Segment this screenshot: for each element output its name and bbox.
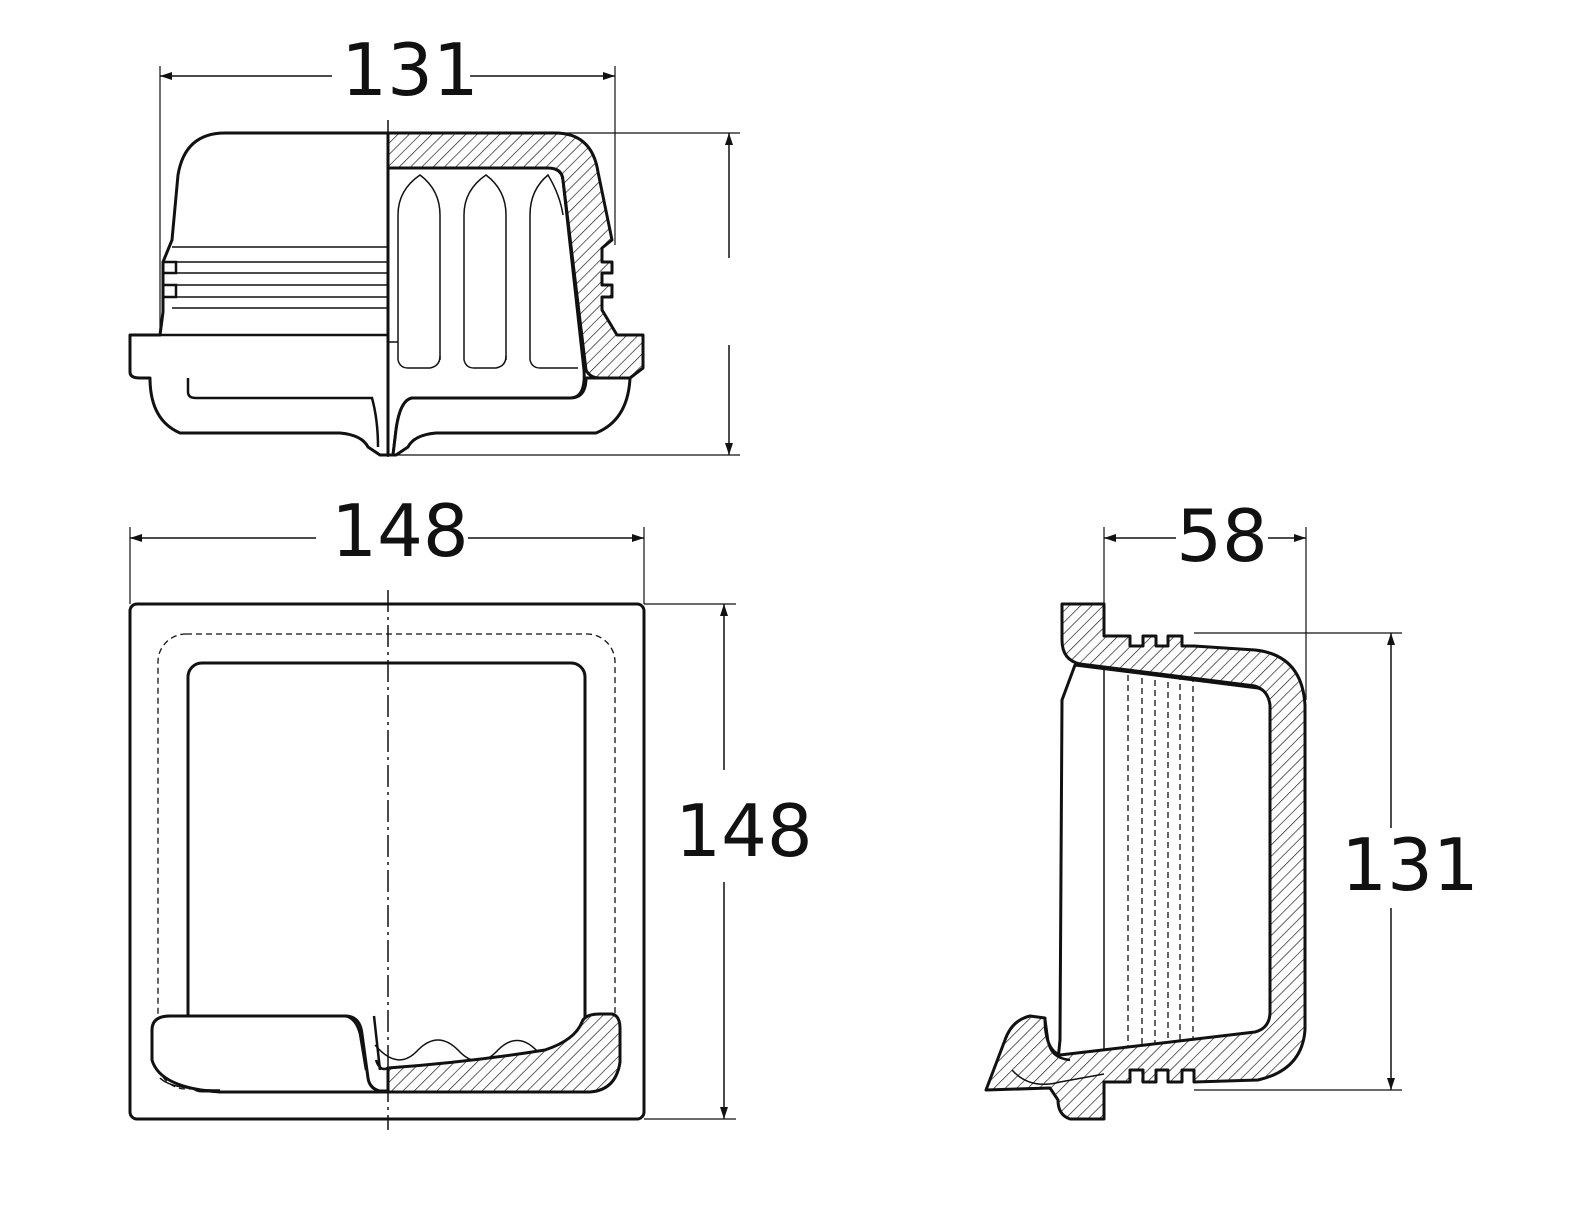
side-inner-body bbox=[1056, 663, 1272, 1064]
front-tray-inner-left bbox=[186, 378, 380, 448]
front-ribs bbox=[172, 246, 388, 309]
top-width-label: 148 bbox=[331, 489, 468, 573]
front-housing-outline bbox=[128, 131, 390, 457]
top-dashed-rim bbox=[157, 633, 616, 1090]
front-section-wall bbox=[386, 131, 645, 380]
side-height-label: 131 bbox=[1341, 823, 1478, 907]
side-section-wall bbox=[984, 602, 1307, 1121]
front-flutes bbox=[388, 173, 578, 369]
top-height-label: 148 bbox=[675, 789, 812, 873]
side-tray-curve bbox=[1011, 1069, 1105, 1085]
front-view: 131 bbox=[128, 28, 740, 462]
side-view: 58 131 bbox=[984, 494, 1479, 1121]
side-depth-label: 58 bbox=[1176, 494, 1268, 578]
front-base-right bbox=[391, 376, 632, 457]
top-view: 148 148 bbox=[128, 489, 813, 1130]
front-notches-left bbox=[163, 260, 178, 299]
front-width-label: 131 bbox=[341, 28, 478, 112]
top-tray-section bbox=[386, 1012, 622, 1094]
side-thread-lines bbox=[1103, 636, 1194, 1090]
top-soap-tray-left bbox=[150, 1014, 390, 1094]
